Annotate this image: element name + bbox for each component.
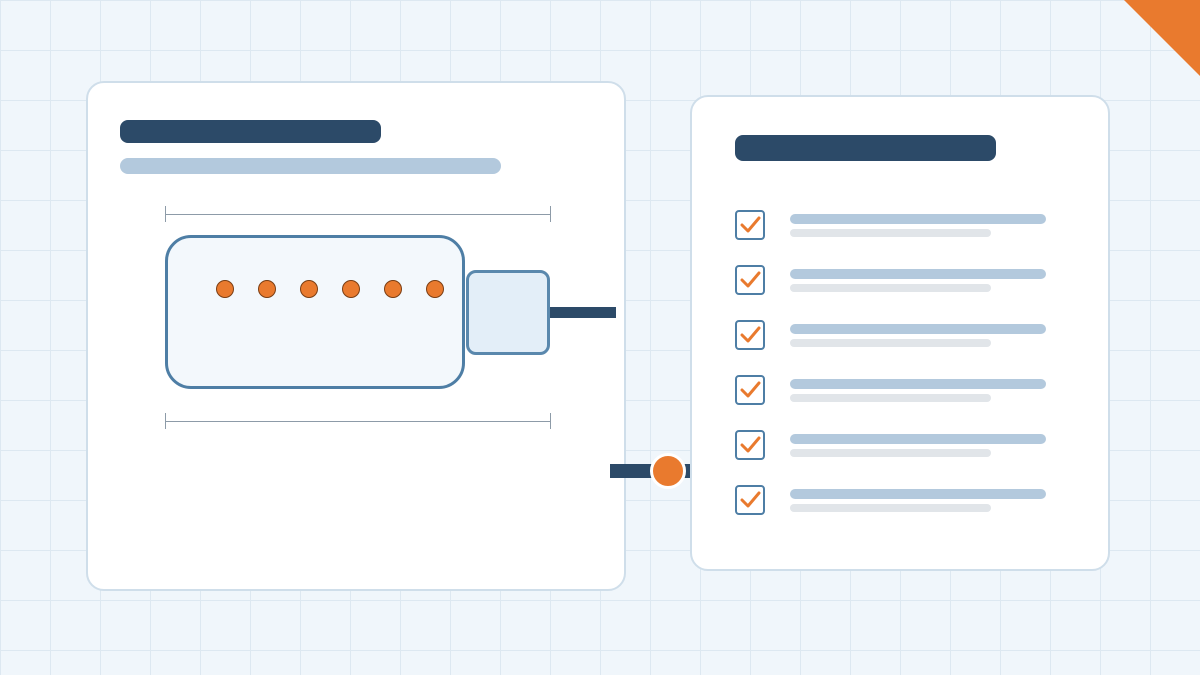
connector-node-icon: [650, 453, 686, 489]
indicator-dot: [258, 280, 276, 298]
checkmark-icon: [740, 436, 761, 453]
indicator-dot: [384, 280, 402, 298]
indicator-dot: [216, 280, 234, 298]
checklist-item-label-placeholder: [790, 269, 1046, 279]
checklist-item: [735, 265, 1055, 297]
checklist-item-label-placeholder: [790, 379, 1046, 389]
checklist-item-detail-placeholder: [790, 339, 991, 347]
checklist-item: [735, 320, 1055, 352]
checklist-item-label-placeholder: [790, 489, 1046, 499]
indicator-dot: [342, 280, 360, 298]
checkbox[interactable]: [735, 430, 765, 460]
checklist-item-label-placeholder: [790, 214, 1046, 224]
checklist-item-detail-placeholder: [790, 449, 991, 457]
checkbox[interactable]: [735, 375, 765, 405]
checkbox[interactable]: [735, 210, 765, 240]
checklist-item: [735, 485, 1055, 517]
checkmark-icon: [740, 381, 761, 398]
checkmark-icon: [740, 216, 761, 233]
device-icon: [165, 235, 465, 389]
checklist-item-detail-placeholder: [790, 284, 991, 292]
checklist-item-label-placeholder: [790, 434, 1046, 444]
plug-icon: [466, 270, 550, 355]
checkbox[interactable]: [735, 265, 765, 295]
indicator-dot: [426, 280, 444, 298]
checklist-item-detail-placeholder: [790, 394, 991, 402]
checkmark-icon: [740, 326, 761, 343]
indicator-dot: [300, 280, 318, 298]
checkmark-icon: [740, 271, 761, 288]
checkmark-icon: [740, 491, 761, 508]
checkbox[interactable]: [735, 485, 765, 515]
checklist-item-detail-placeholder: [790, 229, 991, 237]
checklist-item: [735, 375, 1055, 407]
plug-cable: [550, 307, 616, 318]
checkbox[interactable]: [735, 320, 765, 350]
checklist-title-placeholder: [735, 135, 996, 161]
corner-triangle-icon: [1124, 0, 1200, 76]
checklist-item: [735, 210, 1055, 242]
checklist-item-label-placeholder: [790, 324, 1046, 334]
device-card-title-placeholder: [120, 120, 381, 143]
checklist-item: [735, 430, 1055, 462]
device-card-subtitle-placeholder: [120, 158, 501, 174]
checklist-item-detail-placeholder: [790, 504, 991, 512]
